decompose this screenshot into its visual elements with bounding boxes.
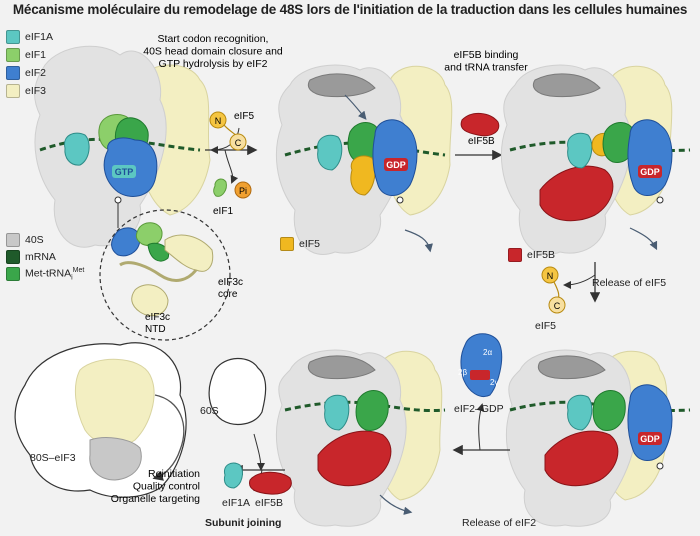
eif2-gdp-label: eIF2–GDP: [454, 403, 504, 415]
eif5b-label-top: eIF5B: [468, 136, 495, 147]
eif1a-shape: [64, 132, 90, 166]
c-label-1: C: [235, 138, 242, 148]
swatch-met-trna: [6, 267, 20, 282]
swatch-eif1a: [6, 30, 20, 44]
transition-4: 2α 2β 2γ: [452, 333, 510, 456]
swatch-eif5: [280, 237, 294, 251]
gtp-tag: [112, 165, 136, 178]
beta-label: 2β: [458, 368, 467, 377]
pi-label: Pi: [239, 186, 247, 196]
zoom-circle: [99, 209, 231, 341]
swatch-eif3: [6, 84, 20, 98]
c-label-2: C: [554, 301, 561, 311]
eif5-label-top: eIF5: [234, 111, 254, 122]
legend-item-eif1a: eIF1A: [6, 30, 53, 44]
legend-item-met-trna: Met-tRNAiMet: [6, 267, 84, 282]
swatch-mrna: [6, 250, 20, 264]
release-eif5-label: Release of eIF5: [592, 277, 667, 289]
figure-title: Mécanisme moléculaire du remodelage de 4…: [12, 2, 688, 17]
legend-item-eif1: eIF1: [6, 48, 53, 62]
legend-item-eif2: eIF2: [6, 66, 53, 80]
zoom-inset: [99, 196, 231, 341]
legend-label: eIF1A: [25, 31, 54, 43]
gtp-label: GTP: [115, 167, 134, 177]
gamma-label: 2γ: [490, 378, 498, 387]
legend-item-40s: 40S: [6, 233, 84, 247]
eif2-gdp-shape: [460, 333, 503, 397]
panel-2-complex: GDP: [275, 64, 453, 255]
60s-label: 60S: [200, 405, 219, 417]
legend-label: eIF5: [299, 238, 321, 250]
eif5b-label-bottom: eIF5B: [255, 497, 284, 509]
panel-1-complex: GTP: [34, 45, 211, 248]
gdp-label-2: GDP: [386, 160, 406, 170]
transition-3: N C: [541, 262, 601, 314]
80s-eif3-label: 80S–eIF3: [30, 452, 76, 464]
legend-mid: 40S mRNA Met-tRNAiMet: [6, 233, 84, 282]
n-label-2: N: [547, 271, 554, 281]
transition-1: N C eIF5 Pi eIF1: [205, 111, 258, 217]
subunit-joining-label: Subunit joining: [205, 517, 282, 529]
legend-eif5: eIF5: [280, 237, 320, 251]
legend-item-mrna: mRNA: [6, 250, 84, 264]
swatch-eif5b: [508, 248, 522, 262]
legend-label: eIF2: [25, 67, 47, 79]
alpha-label: 2α: [483, 348, 492, 357]
n-label-1: N: [215, 116, 222, 126]
transition-2: eIF5B: [455, 113, 503, 161]
eif1a-label-bottom: eIF1A: [222, 497, 251, 509]
legend-label: eIF5B: [527, 249, 556, 261]
panel-4-complex: GDP: [505, 349, 691, 527]
ribosome-60s-shape: [208, 357, 267, 426]
swatch-40s: [6, 233, 20, 247]
step1-text: Start codon recognition,40S head domain …: [143, 33, 283, 70]
panel-5-complex: [275, 349, 446, 527]
legend-eif5b: eIF5B: [508, 248, 555, 262]
legend-top: eIF1A eIF1 eIF2 eIF3: [6, 30, 53, 98]
eif5-free-label: eIF5: [535, 320, 557, 332]
transition-5: [208, 357, 292, 495]
release-eif2-label: Release of eIF2: [462, 517, 537, 529]
legend-item-eif3: eIF3: [6, 84, 53, 98]
legend-label: eIF1: [25, 49, 47, 61]
legend-label: 40S: [25, 234, 44, 246]
swatch-eif1: [6, 48, 20, 62]
legend-label: Met-tRNAiMet: [25, 267, 85, 282]
legend-label: eIF3: [25, 85, 47, 97]
gdp-label-3: GDP: [640, 167, 660, 177]
panel-6-complex: [14, 342, 187, 498]
gdp-label-4: GDP: [640, 434, 660, 444]
eif1-label: eIF1: [213, 206, 233, 217]
panel-3-complex: GDP: [500, 64, 691, 255]
legend-label: mRNA: [25, 251, 56, 263]
swatch-eif2: [6, 66, 20, 80]
